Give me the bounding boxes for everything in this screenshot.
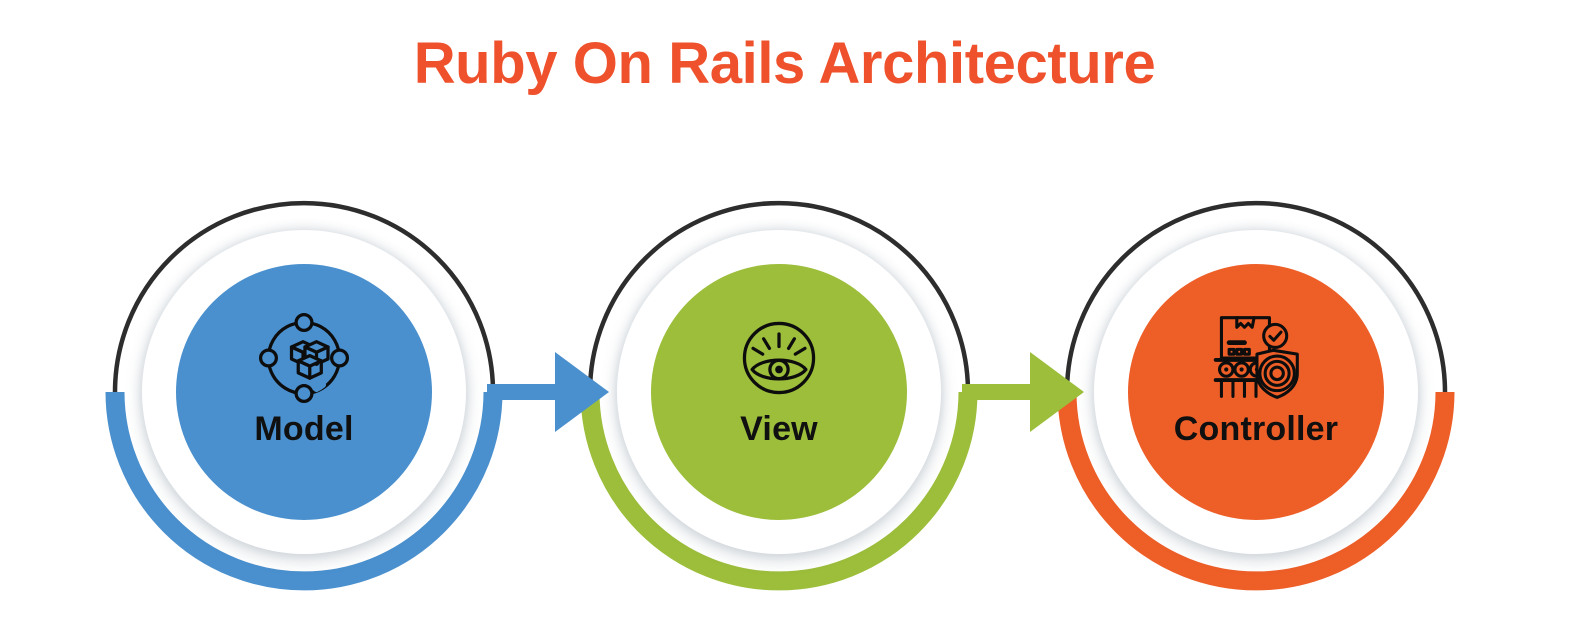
node-model[interactable]: Model	[105, 197, 503, 591]
node-controller-ring	[1057, 200, 1455, 591]
arrow-right-icon	[487, 352, 609, 432]
node-view-label: View	[740, 410, 818, 448]
arrow-right-icon	[962, 352, 1084, 432]
node-view-ring	[580, 200, 978, 591]
node-model-disc[interactable]: Model	[176, 264, 432, 520]
node-model-ring	[105, 200, 503, 591]
node-view-disc[interactable]: View	[651, 264, 907, 520]
eye-icon	[742, 321, 816, 395]
conveyor-gear-shield-icon	[1213, 316, 1299, 399]
node-view[interactable]: View	[580, 197, 978, 591]
page-title: Ruby On Rails Architecture	[413, 31, 1156, 96]
cubes-network-icon	[258, 312, 350, 404]
node-controller-disc[interactable]: Controller	[1128, 264, 1384, 520]
node-model-label: Model	[254, 410, 354, 448]
node-controller[interactable]: Controller	[1057, 197, 1455, 591]
node-controller-label: Controller	[1173, 410, 1339, 448]
connector-view-to-controller	[962, 344, 1087, 440]
connector-model-to-view	[487, 344, 612, 440]
